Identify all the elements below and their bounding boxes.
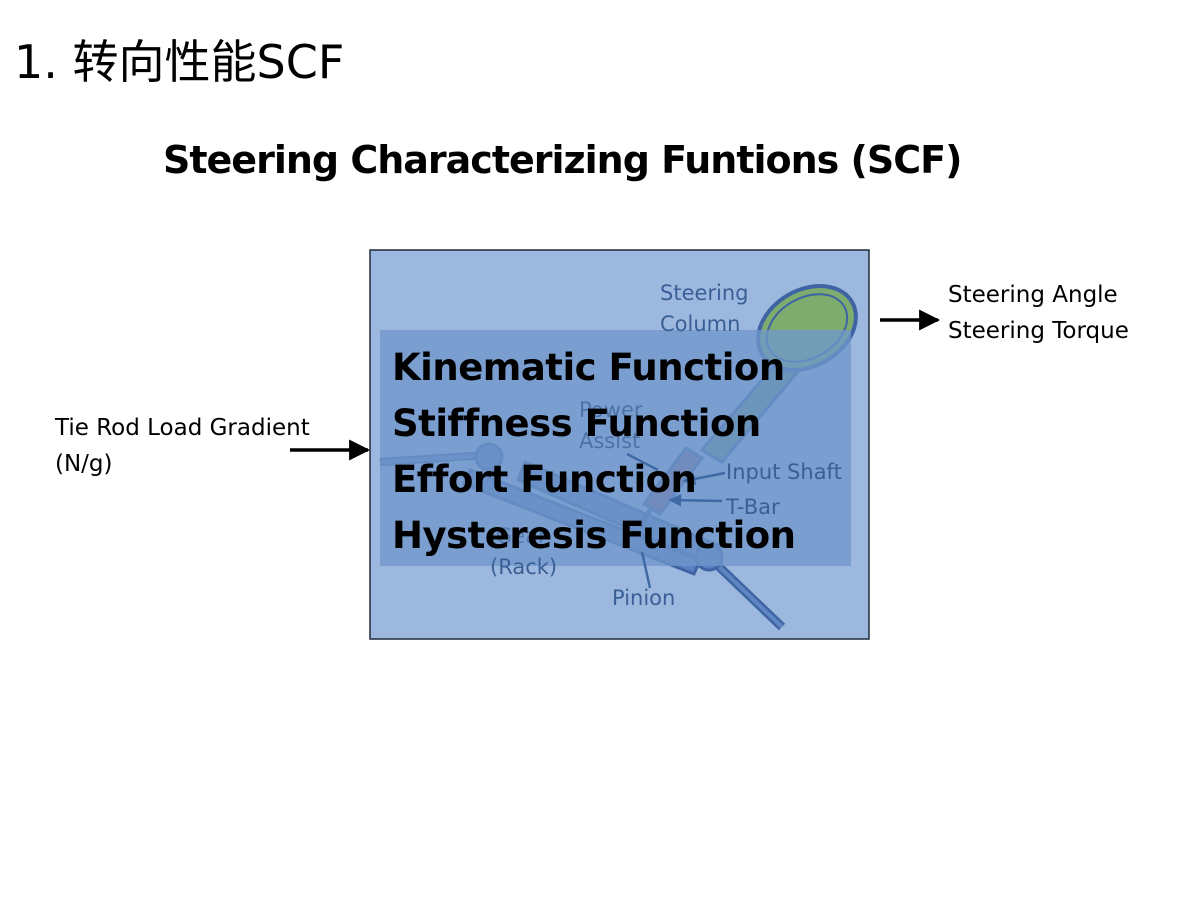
label-steering-column-2: Column (660, 312, 740, 336)
label-pinion: Pinion (612, 586, 675, 610)
function-box (380, 330, 851, 566)
output-label: Steering Angle Steering Torque (948, 277, 1129, 349)
function-list: Kinematic Function Stiffness Function Ef… (392, 340, 796, 564)
label-power-assist: Power (579, 398, 643, 422)
input-label-line2: (N/g) (55, 451, 113, 477)
slide-title: 1. 转向性能SCF (14, 35, 345, 89)
label-input-shaft: Input Shaft (726, 460, 842, 484)
label-gear: Gear (496, 524, 547, 548)
label-t-bar: T-Bar (725, 495, 780, 519)
input-label: Tie Rod Load Gradient (N/g) (55, 410, 310, 482)
label-power-assist-2: Assist (579, 429, 640, 453)
diagram-subtitle: Steering Characterizing Funtions (SCF) (163, 138, 962, 182)
output-label-line2: Steering Torque (948, 318, 1129, 344)
part-leader-lines (626, 452, 726, 589)
output-label-line1: Steering Angle (948, 282, 1118, 308)
input-label-line1: Tie Rod Load Gradient (55, 415, 310, 441)
function-item-hysteresis: Hysteresis Function (392, 514, 796, 557)
function-item-effort: Effort Function (392, 458, 697, 501)
function-item-kinematic: Kinematic Function (392, 346, 785, 389)
label-rack: (Rack) (490, 555, 557, 579)
label-steering-column: Steering (660, 281, 749, 305)
function-item-stiffness: Stiffness Function (392, 402, 761, 445)
